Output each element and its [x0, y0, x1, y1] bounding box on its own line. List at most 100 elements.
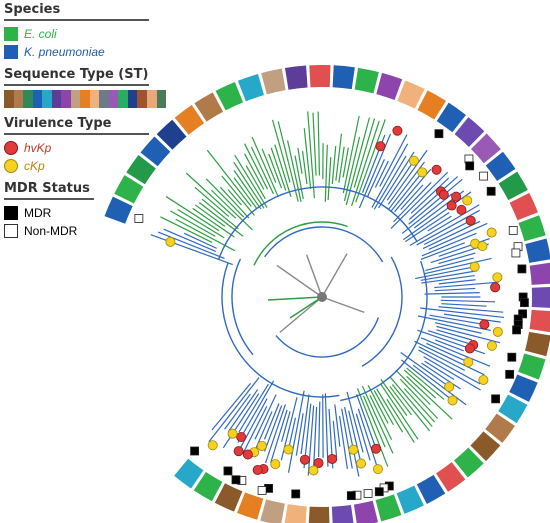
- ring-segment: [416, 474, 446, 504]
- branch: [373, 155, 407, 210]
- branch: [406, 367, 445, 400]
- ring-segment: [436, 102, 466, 133]
- tree-backbone: [217, 186, 428, 402]
- ring-segment: [375, 494, 402, 522]
- branch: [389, 385, 413, 416]
- branch: [303, 128, 312, 189]
- branch: [443, 313, 501, 323]
- legend-mdr: MDR Status MDR Non-MDR: [4, 181, 164, 240]
- branch: [405, 211, 450, 243]
- ring-segment: [140, 136, 171, 167]
- branch: [421, 362, 461, 390]
- ckp-marker: [165, 236, 176, 247]
- backbone-arc: [231, 258, 254, 356]
- st-color-3: [32, 90, 43, 108]
- branch: [361, 385, 394, 454]
- ckp-marker: [308, 465, 319, 476]
- ring-segment: [376, 72, 403, 100]
- branch: [251, 136, 279, 197]
- branch: [436, 329, 473, 341]
- ckp-marker: [444, 381, 455, 392]
- legend-st: Sequence Type (ST): [4, 67, 167, 108]
- mdr-marker: [465, 161, 475, 171]
- branch: [245, 165, 266, 200]
- branch: [271, 119, 291, 183]
- ring-segment: [509, 192, 538, 221]
- root-node: [317, 292, 327, 302]
- branch: [406, 376, 453, 420]
- branch: [205, 178, 245, 218]
- species-title: Species: [4, 2, 149, 21]
- backbone-arc: [264, 226, 384, 263]
- branch: [420, 337, 491, 367]
- kpneumoniae-label: K. pneumoniae: [24, 45, 105, 59]
- branch: [243, 153, 265, 190]
- st-color-2: [23, 90, 33, 108]
- branch: [356, 394, 377, 449]
- branch: [165, 196, 220, 232]
- branch: [409, 204, 480, 246]
- hvkp-marker: [446, 200, 457, 211]
- branch: [434, 287, 476, 292]
- branch: [194, 204, 226, 227]
- mdr-marker: [507, 352, 517, 362]
- mdr-label: MDR: [24, 206, 52, 220]
- green-spoke: [267, 296, 323, 319]
- branch: [194, 186, 230, 218]
- virulence-hvkp: hvKp: [4, 139, 164, 157]
- branch: [380, 378, 408, 416]
- root-spoke: [305, 254, 323, 298]
- ring-segment: [261, 68, 286, 95]
- branch: [408, 178, 463, 225]
- branch: [335, 133, 343, 181]
- branch: [313, 406, 318, 466]
- mdr-marker: [346, 491, 356, 501]
- ring-segment: [454, 117, 485, 147]
- branch: [438, 306, 504, 313]
- ckp-marker: [372, 464, 383, 475]
- nonmdr-label: Non-MDR: [24, 224, 78, 238]
- nonmdr-marker: [363, 489, 373, 498]
- ckp-marker: [477, 241, 488, 252]
- branch: [233, 177, 257, 209]
- branch: [421, 274, 475, 284]
- ring-segment: [509, 374, 538, 402]
- root-spoke: [321, 296, 365, 314]
- branch: [379, 134, 408, 187]
- branch: [198, 202, 244, 237]
- hvkp-marker: [252, 464, 263, 475]
- ring-segment: [498, 171, 528, 201]
- branch: [294, 155, 304, 200]
- branch: [312, 112, 317, 176]
- hvkp-marker: [236, 431, 247, 442]
- branch: [295, 413, 304, 456]
- branch: [425, 257, 474, 272]
- ring-segment: [260, 499, 285, 523]
- branch: [373, 390, 394, 425]
- ring-segment: [529, 262, 550, 285]
- mdr-swatch: [4, 206, 18, 220]
- backbone-arc: [275, 317, 380, 358]
- branch: [327, 157, 332, 200]
- branch: [408, 176, 459, 220]
- ring-segment: [525, 331, 550, 357]
- ring-segment: [214, 483, 243, 512]
- branch: [264, 404, 286, 464]
- backbone-arc: [340, 260, 428, 402]
- branch: [206, 149, 252, 207]
- branch: [424, 257, 492, 275]
- ckp-marker: [492, 272, 503, 283]
- st-color-15: [146, 90, 157, 108]
- ckp-marker: [492, 326, 503, 337]
- branch: [371, 143, 409, 208]
- ring-segment: [114, 175, 144, 204]
- branch: [227, 389, 259, 433]
- branch: [422, 220, 481, 250]
- ckp-marker: [463, 357, 474, 368]
- backbone-arc: [253, 221, 348, 266]
- branch: [376, 388, 404, 433]
- ring-segment: [518, 215, 546, 242]
- branch: [244, 143, 269, 190]
- hvkp-marker: [451, 191, 462, 202]
